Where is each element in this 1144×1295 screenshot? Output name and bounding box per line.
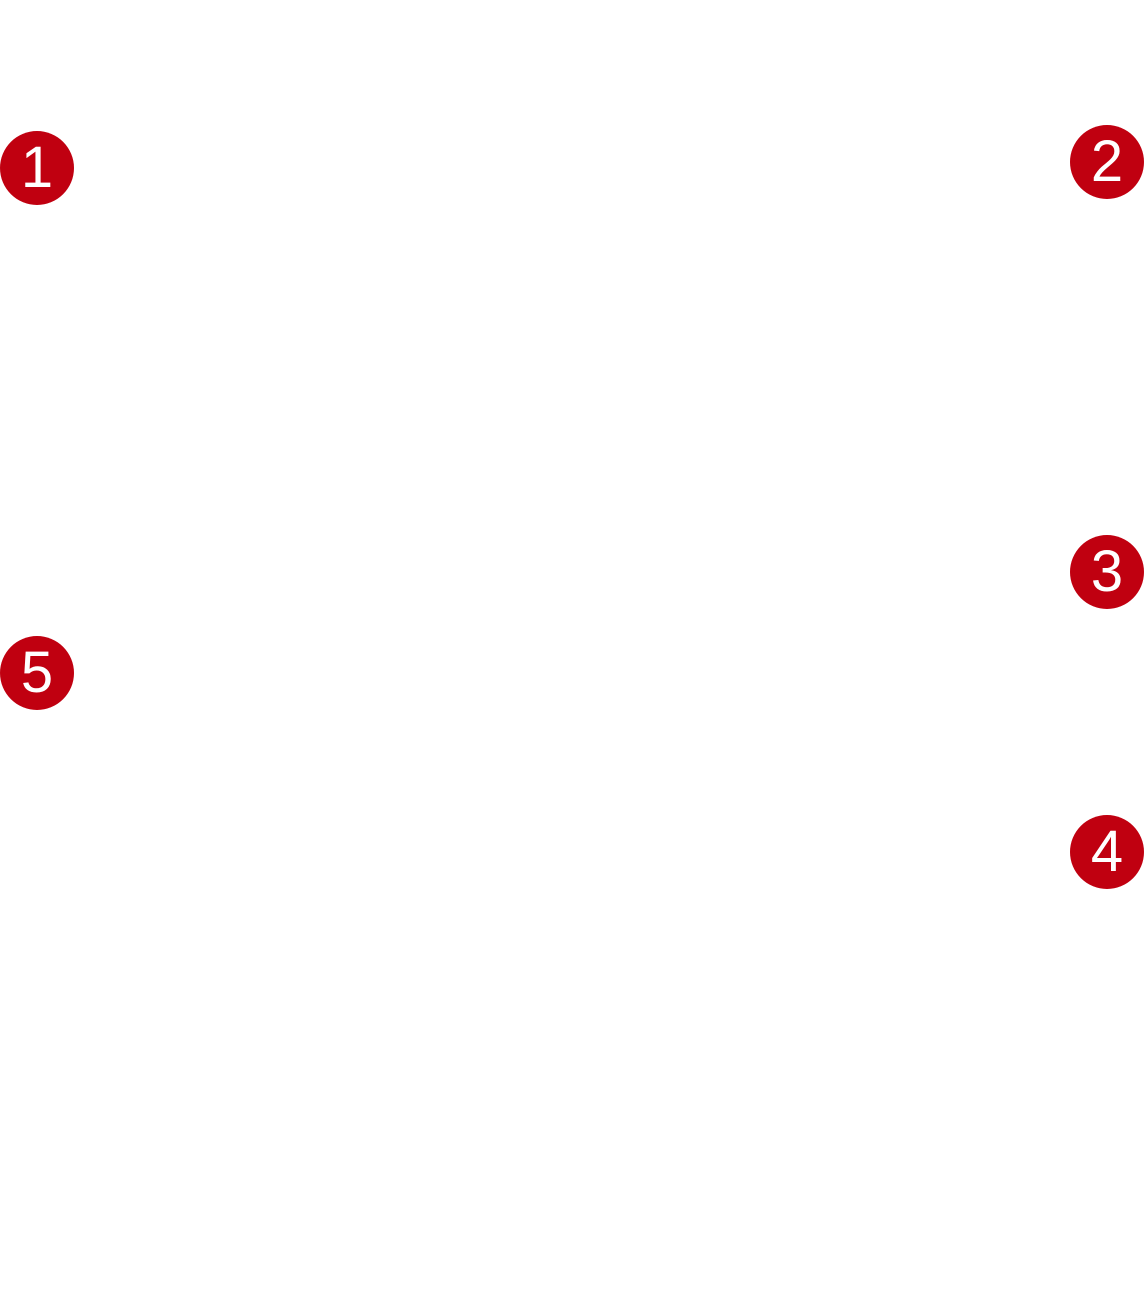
callout-marker-5: 5 [0,636,74,710]
callout-marker-1: 1 [0,131,74,205]
callout-marker-2: 2 [1070,125,1144,199]
callout-marker-4: 4 [1070,815,1144,889]
callout-marker-3: 3 [1070,535,1144,609]
